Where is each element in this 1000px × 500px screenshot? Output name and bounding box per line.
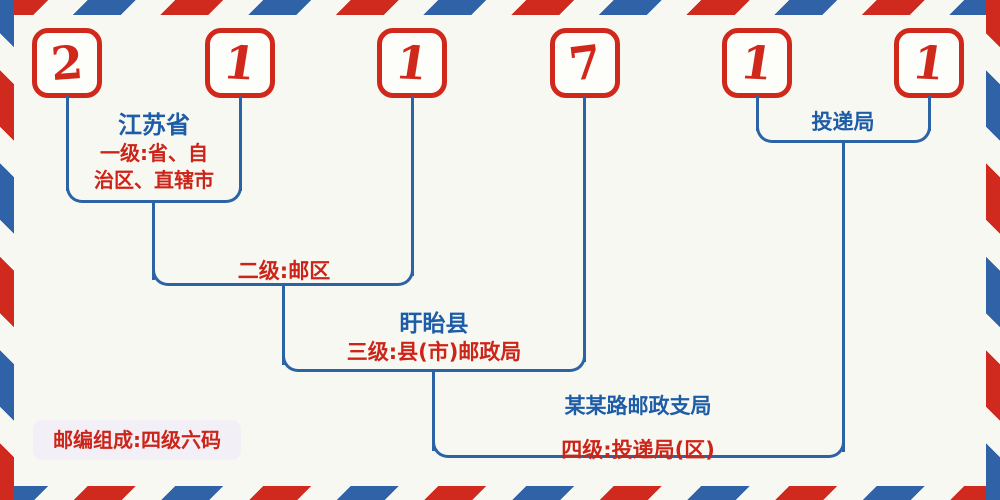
airmail-border-left — [0, 0, 14, 500]
postcode-digit-4: 7 — [565, 34, 605, 92]
postcode-digit-1: 2 — [49, 34, 85, 92]
digit-box-3: 1 — [377, 28, 447, 98]
stub-delivery-to-level4 — [842, 140, 845, 452]
connector-digit5 — [756, 96, 759, 131]
label-level4: 某某路邮政支局 四级:投递局(区) — [561, 390, 715, 464]
stub-level3-to-level4 — [432, 369, 435, 451]
level3-description: 三级:县(市)邮政局 — [346, 340, 522, 364]
airmail-border-bottom — [0, 486, 1000, 500]
level1-place-name: 江苏省 — [118, 111, 190, 139]
digit-box-2: 1 — [205, 28, 275, 98]
level4-place-name: 某某路邮政支局 — [564, 394, 712, 418]
digit-box-6: 1 — [894, 28, 964, 98]
label-level2: 二级:邮区 — [238, 255, 330, 285]
connector-digit4 — [583, 96, 586, 362]
label-level1: 江苏省 一级:省、自 治区、直辖市 — [94, 110, 214, 194]
delivery-office-name: 投递局 — [811, 110, 875, 134]
level3-place-name: 盱眙县 — [399, 311, 469, 337]
airmail-border-top — [0, 0, 1000, 15]
connector-digit2 — [239, 96, 242, 191]
connector-digit1 — [66, 96, 69, 191]
stub-level1-to-level2 — [152, 200, 155, 280]
postcode-digit-5: 1 — [736, 35, 778, 91]
stub-level2-to-level3 — [282, 283, 285, 365]
airmail-border-right — [986, 0, 1000, 500]
connector-digit3 — [411, 96, 414, 276]
postcode-digit-3: 1 — [391, 35, 433, 91]
level1-description-line2: 治区、直辖市 — [94, 168, 214, 192]
digit-box-5: 1 — [722, 28, 792, 98]
label-delivery-office: 投递局 — [812, 106, 875, 136]
label-level3: 盱眙县 三级:县(市)邮政局 — [347, 310, 522, 366]
connector-digit6 — [928, 96, 931, 131]
digit-box-4: 7 — [550, 28, 620, 98]
postcode-digit-2: 1 — [219, 35, 261, 91]
postcode-digit-6: 1 — [908, 35, 950, 91]
level4-description: 四级:投递局(区) — [561, 438, 715, 462]
level1-description-line1: 一级:省、自 — [100, 141, 208, 165]
level2-description: 二级:邮区 — [237, 259, 331, 283]
digit-box-1: 2 — [32, 28, 102, 98]
postcode-composition-badge: 邮编组成:四级六码 — [33, 420, 241, 460]
